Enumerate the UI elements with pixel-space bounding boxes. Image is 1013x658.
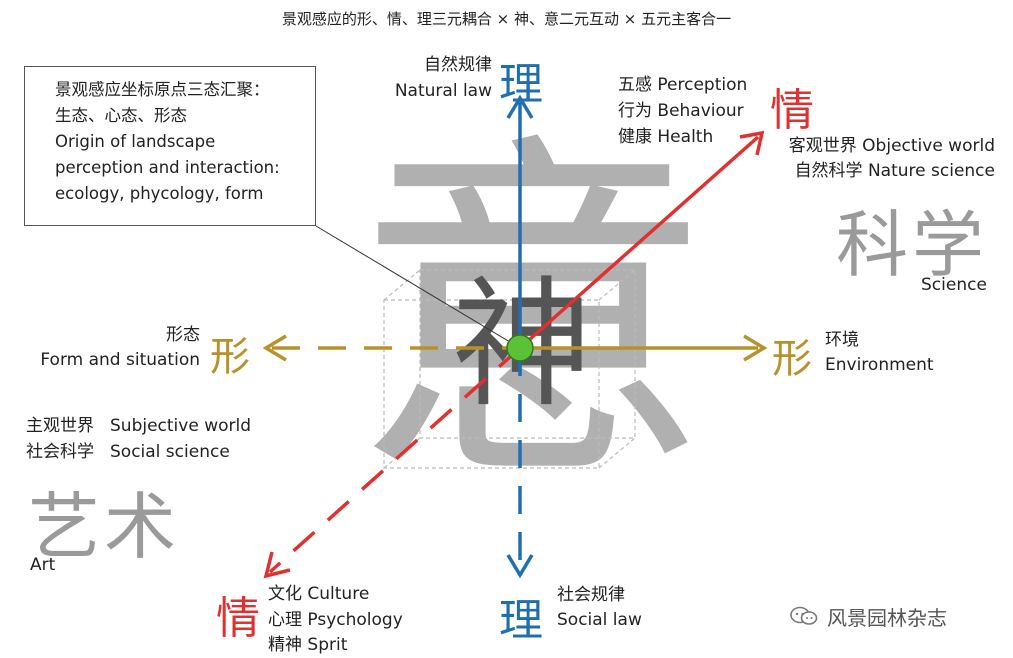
note-line: 生态、心态、形态 bbox=[55, 106, 187, 125]
upper-right-line: 行为 Behaviour bbox=[618, 101, 744, 121]
watermark-text: 风景园林杂志 bbox=[827, 606, 947, 630]
lower-left-line: 心理 Psychology bbox=[268, 610, 403, 630]
right-xing-character: 形 bbox=[772, 336, 812, 382]
left-label-zh: 形态 bbox=[166, 325, 200, 345]
top-arrowhead bbox=[506, 94, 534, 119]
social-science-en: Social science bbox=[110, 442, 230, 462]
diagram-title: 景观感应的形、情、理三元耦合 × 神、意二元互动 × 五元主客合一 bbox=[281, 10, 732, 28]
objective-world-label: 客观世界 Objective world bbox=[788, 136, 995, 156]
social-science-zh: 社会科学 bbox=[26, 442, 94, 462]
lower-left-axis-line bbox=[268, 346, 522, 574]
top-label-zh: 自然规律 bbox=[424, 55, 492, 75]
yi-character: 意 bbox=[352, 106, 712, 525]
lower-left-line: 文化 Culture bbox=[268, 584, 370, 604]
origin-point bbox=[506, 334, 534, 362]
nature-science-label: 自然科学 Nature science bbox=[794, 161, 995, 181]
art-big-text: 艺术 bbox=[28, 485, 181, 569]
bottom-li-character: 理 bbox=[499, 595, 543, 646]
wechat-icon bbox=[790, 606, 818, 625]
top-label-en: Natural law bbox=[394, 81, 492, 101]
upper-right-arrowhead bbox=[739, 130, 765, 156]
left-arrowhead bbox=[262, 334, 287, 362]
subjective-world-en: Subjective world bbox=[110, 416, 252, 436]
bottom-label-en: Social law bbox=[557, 610, 642, 630]
science-en-label: Science bbox=[921, 275, 987, 295]
lower-left-line: 精神 Sprit bbox=[268, 635, 348, 655]
origin-note-box: 景观感应坐标原点三态汇聚： 生态、心态、形态 Origin of landsca… bbox=[24, 66, 316, 226]
note-leader-line bbox=[315, 225, 521, 349]
top-li-character: 理 bbox=[499, 59, 543, 110]
lower-left-arrowhead bbox=[263, 551, 291, 579]
left-label-en: Form and situation bbox=[40, 350, 200, 370]
science-big-text: 科学 bbox=[836, 203, 989, 287]
subjective-world-zh: 主观世界 bbox=[26, 416, 94, 436]
upper-right-axis-line bbox=[518, 135, 760, 350]
upper-right-qing-character: 情 bbox=[770, 85, 814, 136]
bottom-label-zh: 社会规律 bbox=[557, 585, 625, 605]
lower-left-qing-character: 情 bbox=[216, 593, 260, 644]
note-line: ecology, phycology, form bbox=[55, 184, 264, 203]
note-line: 景观感应坐标原点三态汇聚： bbox=[55, 80, 270, 99]
right-arrowhead bbox=[743, 334, 768, 362]
art-en-label: Art bbox=[30, 555, 56, 575]
bottom-arrowhead bbox=[506, 554, 534, 579]
note-line: Origin of landscape bbox=[55, 132, 216, 151]
right-label-en: Environment bbox=[825, 355, 934, 375]
right-label-zh: 环境 bbox=[825, 330, 859, 350]
note-line: perception and interaction: bbox=[55, 158, 280, 177]
upper-right-line: 五感 Perception bbox=[618, 75, 748, 95]
upper-right-line: 健康 Health bbox=[618, 127, 714, 147]
left-xing-character: 形 bbox=[210, 334, 250, 380]
